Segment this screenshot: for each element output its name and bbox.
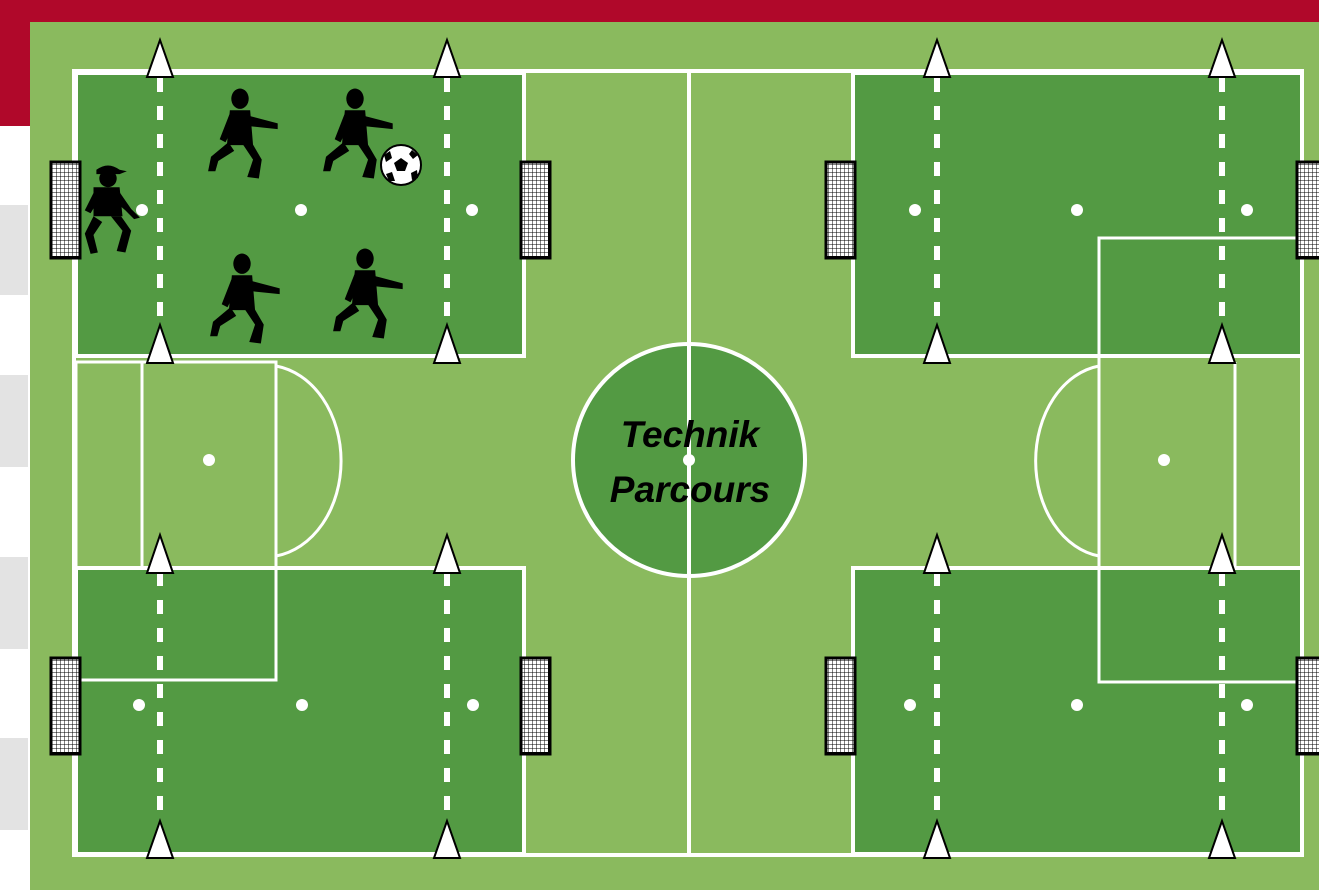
goal-icon bbox=[521, 658, 550, 754]
header-bar bbox=[0, 0, 1319, 22]
sidebar-tab[interactable] bbox=[0, 375, 28, 467]
goal-icon bbox=[826, 162, 855, 258]
sidebar-tab[interactable] bbox=[0, 205, 28, 295]
sidebar bbox=[0, 0, 30, 890]
goal-icon bbox=[1297, 658, 1319, 754]
diagram-title-line2: Parcours bbox=[610, 469, 770, 510]
goal-icon bbox=[51, 658, 80, 754]
sidebar-tab[interactable] bbox=[0, 738, 28, 830]
sidebar-tab[interactable] bbox=[0, 557, 28, 649]
zone-bottom-left bbox=[76, 568, 524, 854]
goal-icon bbox=[51, 162, 80, 258]
goal-icon bbox=[1297, 162, 1319, 258]
goal-icon bbox=[826, 658, 855, 754]
zone-bottom-right bbox=[853, 568, 1302, 854]
pitch-diagram: Technik Parcours bbox=[30, 22, 1319, 890]
diagram-title-line1: Technik bbox=[621, 414, 762, 455]
goal-icon bbox=[521, 162, 550, 258]
ball-icon bbox=[381, 145, 421, 185]
sidebar-red-block bbox=[0, 0, 30, 126]
